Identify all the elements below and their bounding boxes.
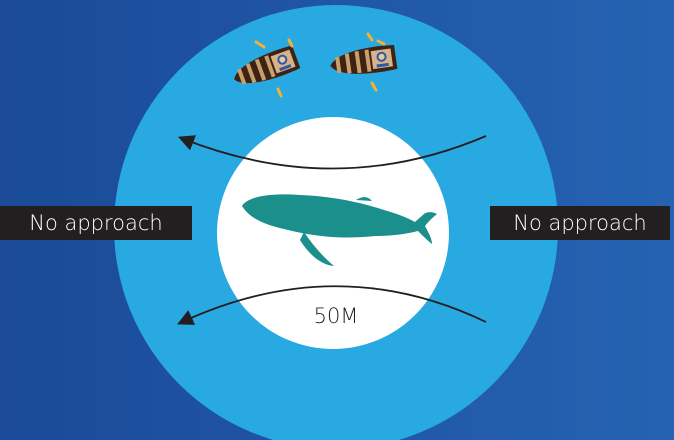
- no-approach-label-left: No approach: [0, 206, 192, 240]
- no-approach-label-right: No approach: [490, 206, 670, 240]
- boat-icon: [234, 45, 301, 85]
- upper-arrow: [177, 135, 487, 170]
- motion-marks: [366, 32, 386, 92]
- distance-label: 50M: [313, 304, 359, 328]
- motion-marks: [254, 38, 294, 98]
- lower-arrow: [177, 285, 487, 325]
- whale-icon: [242, 194, 437, 266]
- boat-icon: [330, 44, 398, 74]
